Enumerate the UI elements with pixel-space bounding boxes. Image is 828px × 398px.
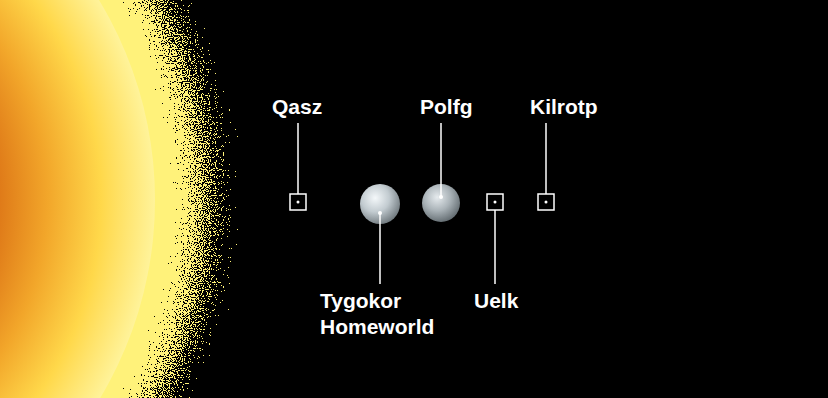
planet-label: Kilrotp [530, 94, 598, 120]
leader-line [297, 123, 299, 194]
planet-label: Polfg [420, 94, 473, 120]
leader-line [440, 123, 442, 197]
star-corona [0, 0, 270, 398]
planet-dot [494, 201, 497, 204]
leader-dot [439, 195, 443, 199]
planet-dot [545, 201, 548, 204]
leader-dot [378, 211, 382, 215]
planet-label: Uelk [474, 288, 518, 314]
planet-marker [290, 194, 306, 210]
leader-line [379, 213, 381, 284]
planet-dot [297, 201, 300, 204]
planet-label: Qasz [272, 94, 322, 120]
planet-label: Tygokor Homeworld [320, 288, 438, 340]
leader-line [545, 123, 547, 194]
planet-marker [487, 194, 503, 210]
planet-marker [538, 194, 554, 210]
star-core [0, 0, 155, 398]
leader-line [494, 210, 496, 284]
